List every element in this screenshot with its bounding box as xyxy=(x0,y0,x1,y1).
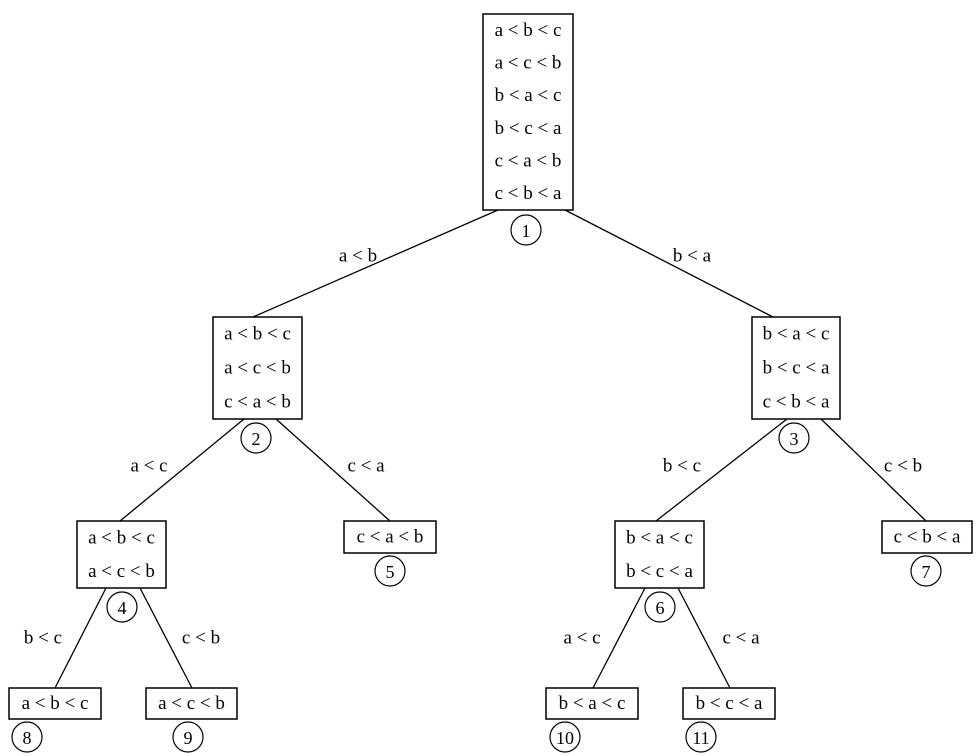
node-number-circle xyxy=(374,555,406,587)
edge-4-9: c < b xyxy=(139,587,220,689)
tree-node-8: a < b < c 8 xyxy=(8,687,102,753)
edge-label: c < a xyxy=(722,628,760,649)
edge-label: b < c xyxy=(663,456,701,477)
ordering-text: c < a < b xyxy=(357,527,424,548)
edge-label: a < c xyxy=(563,628,600,649)
ordering-text: c < a < b xyxy=(224,392,291,413)
edge-6-10: a < c xyxy=(563,587,646,689)
edge-6-11: c < a xyxy=(677,587,760,689)
edge-line xyxy=(655,418,788,522)
node-number-circle xyxy=(910,555,942,587)
node-box xyxy=(881,520,973,554)
node-box xyxy=(614,520,705,589)
node-box xyxy=(343,520,437,554)
edge-4-8: b < c xyxy=(24,587,107,689)
ordering-text: a < c < b xyxy=(495,53,562,74)
tree-node-4: a < b < c a < c < b 4 xyxy=(76,520,167,623)
edge-label: b < a xyxy=(673,246,712,267)
edge-line xyxy=(592,587,646,689)
tree-node-11: b < c < a 11 xyxy=(682,687,776,753)
edge-label: c < b xyxy=(884,456,922,477)
node-number: 4 xyxy=(118,598,127,618)
node-number-circle xyxy=(106,591,138,623)
ordering-text: b < a < c xyxy=(495,85,562,106)
tree-node-9: a < c < b 9 xyxy=(145,687,238,753)
node-number: 8 xyxy=(23,728,32,748)
edge-3-7: c < b xyxy=(820,418,927,522)
ordering-text: a < b < c xyxy=(88,527,155,548)
edges-layer: a < b b < a a < c c < a b < c c < b b < c c < b… xyxy=(24,209,927,689)
node-number: 7 xyxy=(922,562,931,582)
edge-3-6: b < c xyxy=(655,418,788,522)
tree-node-6: b < a < c b < c < a 6 xyxy=(614,520,705,623)
ordering-text: c < a < b xyxy=(495,151,562,172)
edge-line xyxy=(677,587,731,689)
node-number: 2 xyxy=(252,429,261,449)
edge-label: c < b xyxy=(182,628,220,649)
node-box xyxy=(682,687,776,720)
node-number: 1 xyxy=(522,221,531,241)
node-number-circle xyxy=(685,721,717,753)
node-number-circle xyxy=(240,422,272,454)
node-number: 9 xyxy=(184,728,193,748)
node-number: 5 xyxy=(386,562,395,582)
edge-1-3: b < a xyxy=(564,209,774,318)
node-number: 6 xyxy=(656,598,665,618)
tree-node-7: c < b < a 7 xyxy=(881,520,973,587)
edge-line xyxy=(119,418,245,522)
edge-2-5: c < a xyxy=(275,418,391,522)
ordering-text: b < c < a xyxy=(495,118,562,139)
edge-1-2: a < b xyxy=(252,209,499,318)
node-number-circle xyxy=(172,721,204,753)
node-number: 3 xyxy=(790,429,799,449)
ordering-text: c < b < a xyxy=(495,183,562,204)
tree-node-5: c < a < b 5 xyxy=(343,520,437,587)
node-number-circle xyxy=(11,721,43,753)
edge-2-4: a < c xyxy=(119,418,245,522)
edge-label: b < c xyxy=(24,628,62,649)
node-number-circle xyxy=(510,214,542,246)
edge-line xyxy=(139,587,193,689)
ordering-text: a < b < c xyxy=(22,693,89,714)
ordering-text: b < c < a xyxy=(763,358,830,379)
ordering-text: a < c < b xyxy=(158,693,225,714)
ordering-text: c < b < a xyxy=(894,527,961,548)
ordering-text: b < c < a xyxy=(696,693,763,714)
tree-node-2: a < b < c a < c < b c < a < b 2 xyxy=(212,316,303,454)
ordering-text: b < a < c xyxy=(626,527,693,548)
node-number-circle xyxy=(644,591,676,623)
node-box xyxy=(751,316,841,420)
edge-label: a < b xyxy=(339,246,377,267)
node-box xyxy=(482,13,574,211)
edge-line xyxy=(54,587,107,689)
ordering-text: b < a < c xyxy=(559,693,626,714)
node-box xyxy=(8,687,102,720)
node-number: 10 xyxy=(556,728,574,748)
node-box xyxy=(145,687,238,720)
tree-node-10: b < a < c 10 xyxy=(545,687,639,753)
node-box xyxy=(212,316,303,420)
ordering-text: a < c < b xyxy=(88,561,155,582)
ordering-text: b < c < a xyxy=(626,561,693,582)
edge-label: a < c xyxy=(130,456,167,477)
edge-line xyxy=(275,418,391,522)
nodes-layer: a < b < c a < c < b b < a < c b < c < a c < … xyxy=(8,13,973,753)
ordering-text: a < b < c xyxy=(224,324,291,345)
node-number-circle xyxy=(778,422,810,454)
node-box xyxy=(545,687,639,720)
ordering-text: c < b < a xyxy=(763,392,830,413)
node-number: 11 xyxy=(692,728,709,748)
edge-line xyxy=(820,418,927,522)
tree-node-3: b < a < c b < c < a c < b < a 3 xyxy=(751,316,841,454)
node-box xyxy=(76,520,167,589)
edge-line xyxy=(564,209,774,318)
edge-line xyxy=(252,209,499,318)
edge-label: c < a xyxy=(347,456,385,477)
ordering-text: a < b < c xyxy=(495,20,562,41)
ordering-text: a < c < b xyxy=(224,358,291,379)
ordering-text: b < a < c xyxy=(763,324,830,345)
tree-node-1: a < b < c a < c < b b < a < c b < c < a c < … xyxy=(482,13,574,246)
node-number-circle xyxy=(549,721,581,753)
